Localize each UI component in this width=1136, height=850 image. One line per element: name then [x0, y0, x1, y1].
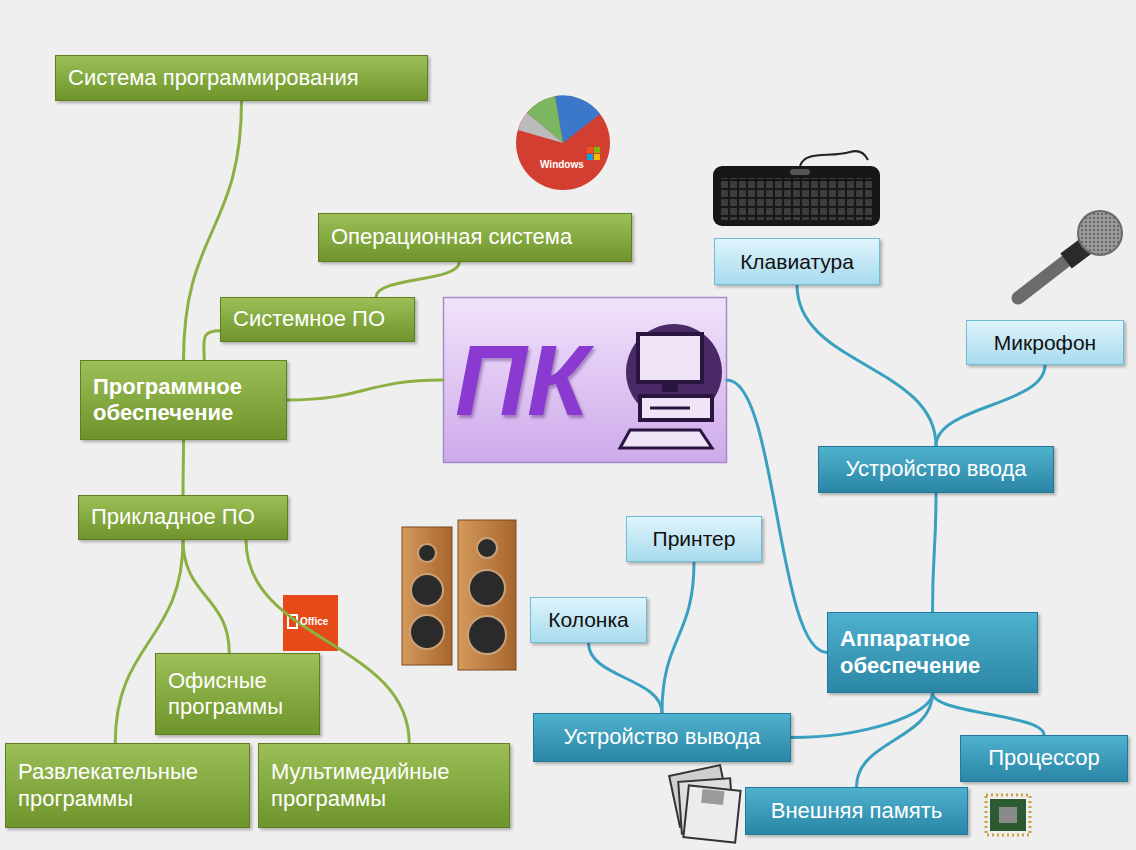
node-text: Прикладное ПО [91, 504, 255, 530]
node-text: Системное ПО [233, 306, 385, 332]
speakers-picture [469, 570, 505, 606]
device-box: Принтер [626, 516, 762, 562]
node-text: Устройство вывода [564, 724, 761, 750]
processor-chip [986, 795, 1030, 835]
node-text: Внешняя память [771, 798, 943, 824]
floppy-disks [669, 765, 740, 842]
node-text: Операционная система [331, 224, 572, 250]
node-text: Клавиатура [740, 249, 854, 274]
connector [936, 365, 1045, 446]
processor-chip [999, 807, 1017, 823]
speakers-picture [402, 527, 452, 665]
node-text: Аппаратное обеспечение [840, 626, 1025, 679]
pc-box [640, 396, 712, 420]
device-box: Клавиатура [714, 238, 880, 285]
software-box: Офисные программы [155, 653, 320, 735]
connector [204, 331, 220, 360]
pc-box [620, 430, 712, 448]
windows-disc [594, 147, 600, 153]
windows-disc [516, 95, 610, 190]
connector [376, 262, 459, 297]
software-box: Мультимедийные программы [258, 743, 510, 828]
node-text: Устройство ввода [845, 456, 1026, 482]
windows-disc [587, 154, 593, 160]
node-text: Развлекательные программы [18, 759, 237, 812]
speakers-picture [410, 615, 444, 649]
pc-box [638, 334, 702, 382]
device-box: Микрофон [966, 320, 1124, 365]
speakers-picture [418, 544, 436, 562]
keyboard-picture [720, 178, 873, 220]
windows-disc [518, 113, 563, 143]
floppy-disks [701, 789, 724, 805]
device-box: Колонка [530, 597, 647, 643]
software-box: Операционная система [318, 213, 632, 262]
speakers-picture [402, 520, 516, 670]
hardware-box: Устройство ввода [818, 446, 1054, 493]
software-box: Развлекательные программы [5, 743, 250, 828]
software-box: Система программирования [55, 55, 428, 101]
node-text: Офисные программы [168, 668, 307, 721]
node-text: ПК [455, 330, 588, 430]
node-text: Мультимедийные программы [271, 759, 497, 812]
keyboard-picture [790, 169, 810, 175]
windows-disc [587, 147, 593, 153]
node-text: Микрофон [994, 330, 1096, 355]
processor-chip [990, 799, 1026, 831]
pc-box: ПК [443, 297, 727, 463]
connector [857, 693, 933, 787]
node-text: Система программирования [68, 65, 359, 91]
floppy-disks [683, 785, 740, 842]
node-text: Программное обеспечение [93, 374, 274, 427]
connector [183, 540, 229, 653]
node-text: Процессор [988, 745, 1100, 771]
logo-text: Windows [540, 160, 584, 170]
logo-text: Office [300, 617, 328, 627]
hardware-root-box: Аппаратное обеспечение [827, 612, 1038, 693]
software-box: Системное ПО [220, 297, 415, 342]
speakers-picture [477, 538, 497, 558]
speakers-picture [468, 616, 506, 654]
microphone-picture [1018, 211, 1122, 298]
hardware-box: Процессор [960, 735, 1128, 782]
hardware-box: Внешняя память [745, 787, 968, 835]
keyboard-picture [713, 151, 880, 226]
microphone-picture [1078, 211, 1122, 255]
connector [182, 440, 186, 495]
connector [797, 285, 936, 446]
hardware-box: Устройство вывода [533, 713, 791, 762]
connector [933, 493, 937, 612]
pc-box [444, 298, 727, 463]
keyboard-picture [713, 166, 880, 226]
connector [933, 693, 1045, 735]
speakers-picture [411, 574, 443, 606]
keyboard-picture [800, 151, 868, 166]
processor-chip [986, 795, 1030, 835]
connector [589, 643, 663, 713]
pc-box [444, 298, 727, 463]
connector [662, 562, 694, 713]
windows-disc [516, 96, 610, 190]
speakers-picture [458, 520, 516, 670]
connector [791, 693, 933, 738]
pc-box [650, 407, 690, 410]
pc-box [662, 384, 678, 392]
node-text: Принтер [653, 526, 736, 551]
software-box: Прикладное ПО [78, 495, 288, 540]
software-root-box: Программное обеспечение [80, 360, 287, 440]
pc-box [626, 324, 722, 420]
windows-disc [594, 154, 600, 160]
node-text: Колонка [548, 607, 629, 632]
connector [287, 380, 443, 400]
